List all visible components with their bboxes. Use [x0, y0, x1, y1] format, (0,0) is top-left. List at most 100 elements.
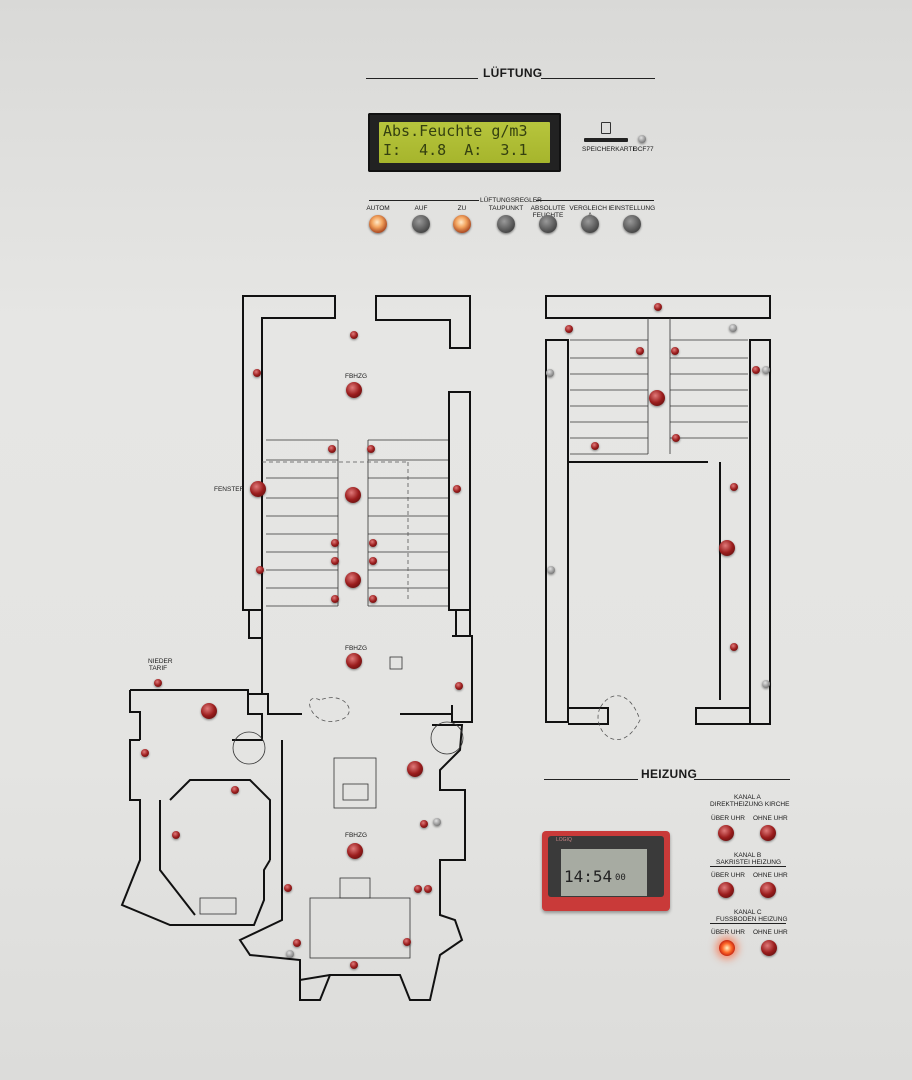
sensor-indicator-led [328, 445, 336, 453]
sensor-indicator-led [256, 566, 264, 574]
floor-heating-indicator-led [407, 761, 423, 777]
sensor-indicator-led [730, 483, 738, 491]
humidity-display: Abs.Feuchte g/m3 I: 4.8 A: 3.1 [368, 113, 561, 172]
kanal-c-sub: FUSSBODEN HEIZUNG [716, 916, 788, 923]
kanal-c-ueber-label: ÜBER UHR [711, 929, 745, 936]
sensor-indicator-led [636, 347, 644, 355]
kanal-c-ueber-uhr-button[interactable] [719, 940, 735, 956]
sensor-indicator-led [331, 595, 339, 603]
kanal-b-label: KANAL B [734, 852, 762, 859]
kanal-a-label: KANAL A [734, 794, 761, 801]
sensor-indicator-led [752, 366, 760, 374]
lueftung-title: LÜFTUNG [483, 66, 543, 80]
floor-heating-indicator-led [346, 382, 362, 398]
kanal-b-rule [710, 866, 786, 867]
fbhzg-label-1: FBHZG [345, 373, 368, 380]
lueftung-button[interactable] [581, 215, 599, 233]
sensor-indicator-led [546, 369, 554, 377]
regler-title: LÜFTUNGSREGLER [480, 197, 542, 204]
floor-heating-indicator-led [345, 572, 361, 588]
kanal-a-ueber-label: ÜBER UHR [711, 815, 745, 822]
sensor-indicator-led [367, 445, 375, 453]
lueftung-button-label: ZU [457, 205, 467, 212]
lcd-screen: Abs.Feuchte g/m3 I: 4.8 A: 3.1 [379, 122, 550, 163]
sensor-indicator-led [350, 961, 358, 969]
sensor-indicator-led [286, 950, 294, 958]
heizung-rule-left [544, 779, 638, 780]
lueftung-rule-right [541, 78, 655, 79]
lueftung-button[interactable] [412, 215, 430, 233]
sensor-indicator-led [671, 347, 679, 355]
sensor-indicator-led [547, 566, 555, 574]
clock-seconds: 00 [615, 873, 626, 883]
floor-heating-indicator-led [346, 653, 362, 669]
dcf77-led [638, 135, 646, 143]
sensor-indicator-led [453, 485, 461, 493]
clock-time: 14:54 [564, 867, 613, 886]
lcd-line-2: I: 4.8 A: 3.1 [383, 141, 528, 159]
lueftung-button[interactable] [497, 215, 515, 233]
kanal-a-sub: DIREKTHEIZUNG KIRCHE [710, 801, 790, 808]
kanal-a-ohne-uhr-button[interactable] [760, 825, 776, 841]
fbhzg-label-2: FBHZG [345, 645, 368, 652]
lueftung-button-label: AUF [414, 205, 428, 212]
sensor-indicator-led [762, 366, 770, 374]
sensor-indicator-led [253, 369, 261, 377]
sensor-indicator-led [331, 557, 339, 565]
clock-lcd: 14:54 00 [561, 849, 647, 896]
floor-heating-indicator-led [649, 390, 665, 406]
sensor-indicator-led [231, 786, 239, 794]
nieder-tarif-label: NIEDER TARIF [148, 658, 173, 672]
sensor-indicator-led [369, 539, 377, 547]
sensor-indicator-led [141, 749, 149, 757]
sensor-indicator-led [730, 643, 738, 651]
sensor-indicator-led [729, 324, 737, 332]
kanal-b-ueber-uhr-button[interactable] [718, 882, 734, 898]
fenster-label: FENSTER [214, 486, 245, 493]
lueftung-button-label: EINSTELLUNG [610, 205, 656, 212]
floor-heating-indicator-led [345, 487, 361, 503]
sensor-indicator-led [424, 885, 432, 893]
sensor-indicator-led [565, 325, 573, 333]
regler-rule-right [536, 200, 654, 201]
kanal-c-ohne-uhr-button[interactable] [761, 940, 777, 956]
fbhzg-label-3: FBHZG [345, 832, 368, 839]
sensor-indicator-led [293, 939, 301, 947]
sensor-indicator-led [154, 679, 162, 687]
kanal-a-ohne-label: OHNE UHR [753, 815, 788, 822]
floor-heating-indicator-led [347, 843, 363, 859]
kanal-b-ohne-label: OHNE UHR [753, 872, 788, 879]
clock-face: LOGIQ 14:54 00 [548, 836, 664, 897]
heizung-title: HEIZUNG [641, 767, 698, 781]
kanal-a-ueber-uhr-button[interactable] [718, 825, 734, 841]
lueftung-button[interactable] [623, 215, 641, 233]
sensor-indicator-led [654, 303, 662, 311]
sd-card-slot[interactable] [584, 138, 628, 142]
kanal-b-ohne-uhr-button[interactable] [760, 882, 776, 898]
sensor-indicator-led [433, 818, 441, 826]
heating-timer-clock: LOGIQ 14:54 00 [542, 831, 670, 911]
lueftung-button[interactable] [539, 215, 557, 233]
sensor-indicator-led [672, 434, 680, 442]
floor-heating-indicator-led [201, 703, 217, 719]
regler-rule-left [369, 200, 479, 201]
sensor-indicator-led [369, 557, 377, 565]
kanal-c-ohne-label: OHNE UHR [753, 929, 788, 936]
lueftung-button[interactable] [369, 215, 387, 233]
sensor-indicator-led [420, 820, 428, 828]
kanal-c-rule [710, 923, 786, 924]
lueftung-button[interactable] [453, 215, 471, 233]
lcd-line-1: Abs.Feuchte g/m3 [383, 122, 528, 140]
kanal-c-label: KANAL C [734, 909, 762, 916]
clock-brand: LOGIQ [556, 837, 572, 843]
sensor-indicator-led [403, 938, 411, 946]
dcf77-label: DCF77 [633, 146, 654, 153]
kanal-b-sub: SAKRISTEI HEIZUNG [716, 859, 782, 866]
speicherkarte-label: SPEICHERKARTE [582, 146, 637, 153]
sensor-indicator-led [762, 680, 770, 688]
sensor-indicator-led [331, 539, 339, 547]
kanal-b-ueber-label: ÜBER UHR [711, 872, 745, 879]
floor-heating-indicator-led [719, 540, 735, 556]
sd-card-icon [601, 122, 611, 134]
